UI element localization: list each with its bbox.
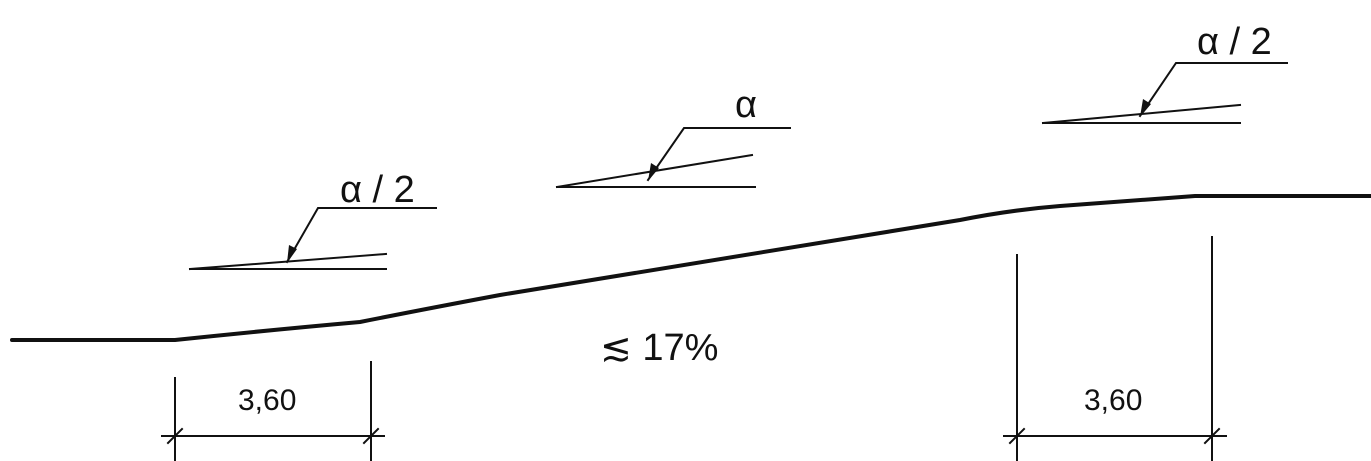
leader-line (1138, 62, 1288, 118)
ramp-profile-line (10, 194, 1371, 342)
angle-indicator-left: α / 2 (188, 169, 437, 271)
angle-indicator-middle: α (555, 84, 791, 189)
dimension-tick (1203, 427, 1221, 445)
angle-indicator-right: α / 2 (1041, 21, 1288, 125)
dimension-left: 3,60 (161, 361, 385, 461)
arrowhead (1140, 99, 1151, 117)
arrowhead (287, 245, 297, 263)
angle-label-middle: α (735, 84, 757, 126)
angle-label-left: α / 2 (340, 169, 415, 211)
dimension-right: 3,60 (1003, 236, 1227, 461)
leader-line (285, 207, 437, 264)
slope-label: ≲ 17% (600, 327, 718, 369)
dimension-tick (1008, 427, 1026, 445)
angle-label-right: α / 2 (1197, 21, 1272, 63)
dimension-label-right: 3,60 (1084, 384, 1142, 417)
dimension-label-left: 3,60 (238, 384, 296, 417)
dimension-tick (362, 427, 380, 445)
dimension-tick (166, 427, 184, 445)
leader-line (646, 127, 791, 182)
arrowhead (648, 163, 659, 181)
